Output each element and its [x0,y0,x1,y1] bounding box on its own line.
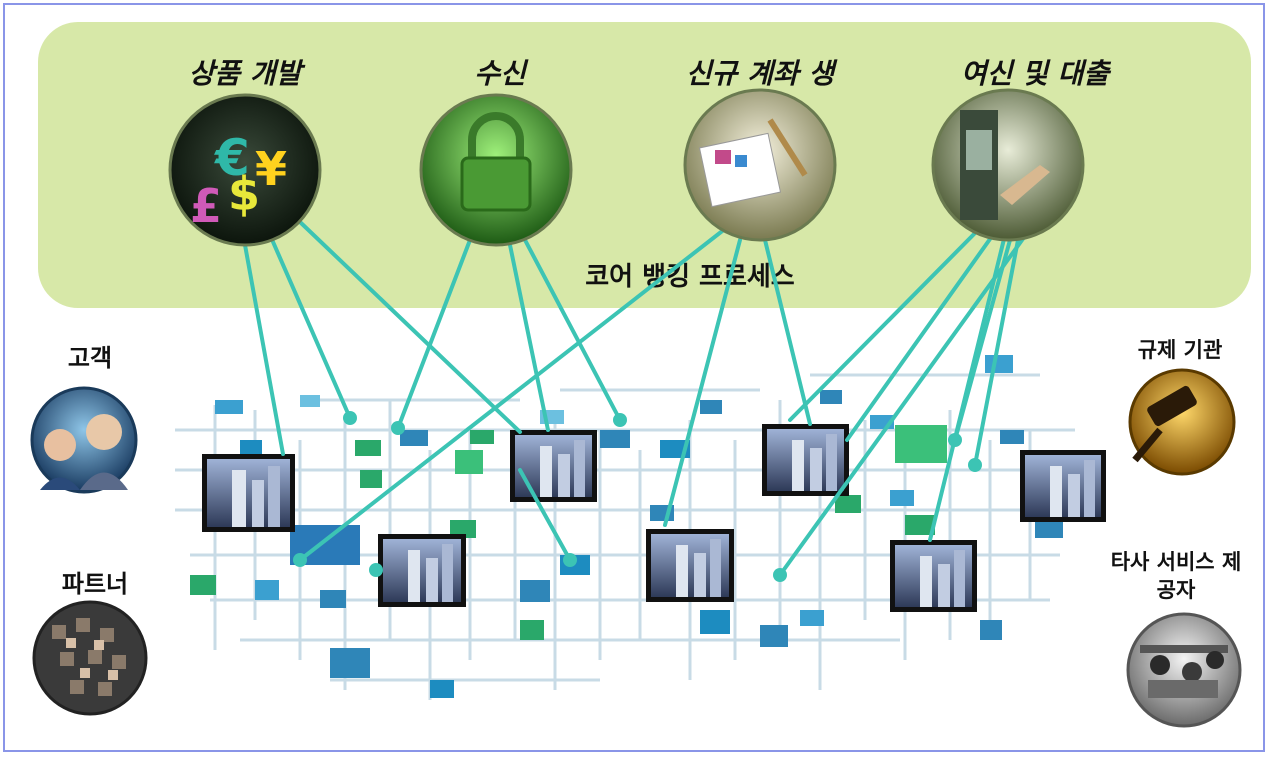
svg-text:$: $ [228,167,260,221]
service-providers-icon [1126,612,1242,728]
actor-label-partner: 파트너 [61,570,129,598]
svg-text:£: £ [190,179,222,233]
actor-label-customer: 고객 [67,344,113,372]
actor-label-third-party: 타사 서비스 제 공자 [1086,548,1266,604]
actor-label-third-party-line1: 타사 서비스 제 [1110,550,1242,574]
actor-label-regulator: 규제 기관 [1137,338,1223,362]
process-title-lending: 여신 및 대출 [960,57,1110,90]
data-center-7 [890,540,977,612]
document-pen-icon [683,88,837,242]
svg-text:€: € [214,129,250,187]
actor-label-third-party-line2: 공자 [1156,578,1196,602]
gavel-icon [1128,368,1236,476]
padlock-icon [419,93,573,247]
process-title-product-dev: 상품 개발 [188,57,302,90]
process-connectors [243,220,1027,577]
diagram-frame [3,3,1265,752]
network-nodes [190,355,1063,698]
core-banking-label: 코어 뱅킹 프로세스 [585,262,795,292]
data-center-3 [762,424,849,496]
process-title-new-account-line1: 신규 계좌 생 [685,57,835,90]
atm-icon [931,88,1085,242]
data-center-5 [378,534,466,607]
currency-icon: € ¥ $ £ [168,93,322,247]
family-icon [30,386,138,494]
data-center-4 [1020,450,1106,522]
svg-text:¥: ¥ [255,142,287,196]
process-title-deposit: 수신 [474,57,526,90]
data-center-2 [510,430,597,502]
data-centers [202,424,1106,612]
connector-endpoints [293,411,982,582]
partners-mosaic-icon [32,600,148,716]
data-center-1 [202,454,295,532]
data-center-6 [646,529,734,602]
